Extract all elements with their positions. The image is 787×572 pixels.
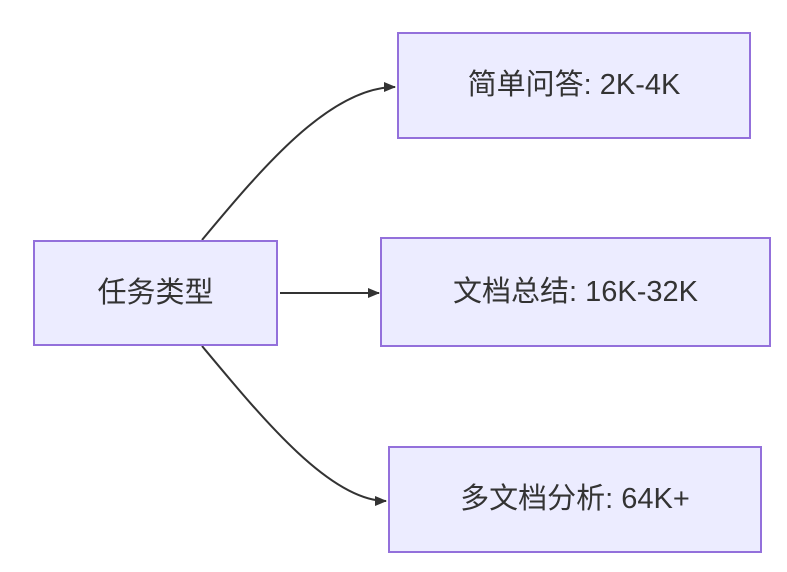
- node-multi-doc-analysis-label: 多文档分析: 64K+: [460, 483, 690, 516]
- node-multi-doc-analysis: 多文档分析: 64K+: [388, 446, 762, 553]
- node-task-type: 任务类型: [33, 240, 278, 346]
- edge-root-to-b0: [201, 82, 396, 241]
- node-task-type-label: 任务类型: [97, 276, 214, 309]
- node-doc-summary: 文档总结: 16K-32K: [380, 237, 771, 347]
- node-simple-qa: 简单问答: 2K-4K: [397, 32, 751, 139]
- node-simple-qa-label: 简单问答: 2K-4K: [467, 69, 681, 102]
- node-doc-summary-label: 文档总结: 16K-32K: [453, 275, 698, 308]
- edge-root-to-b2: [201, 345, 387, 506]
